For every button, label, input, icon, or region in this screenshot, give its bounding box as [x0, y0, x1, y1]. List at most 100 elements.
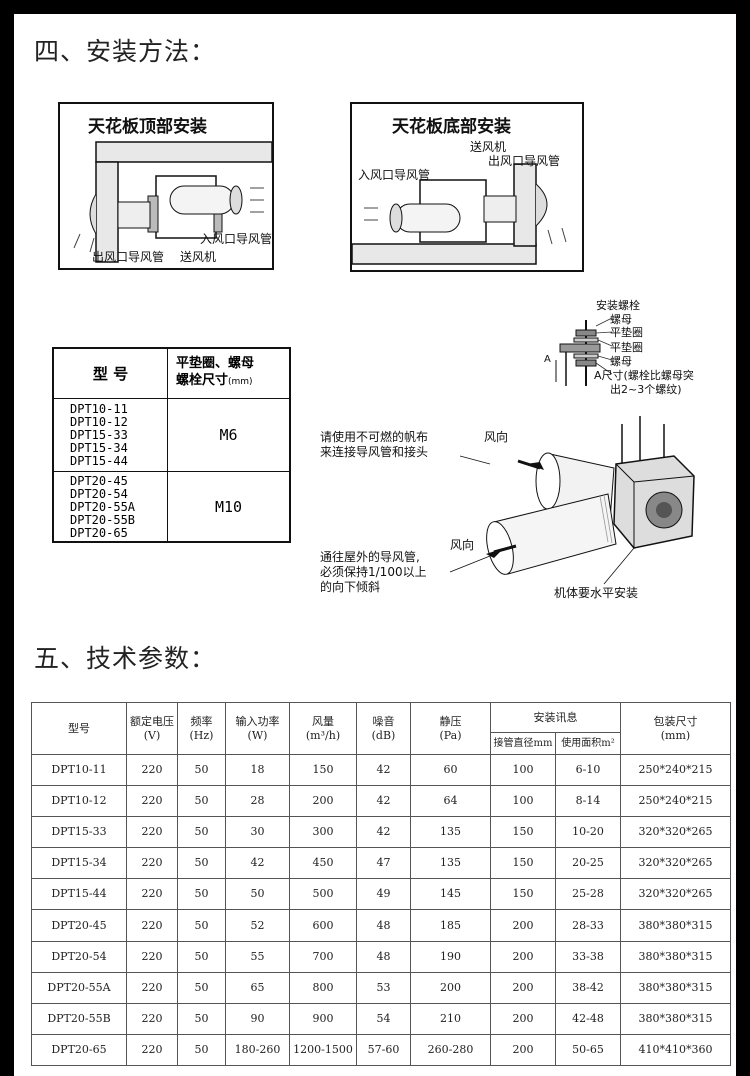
size-table-group1-size: M6	[168, 399, 289, 472]
spec-cell-power: 42	[225, 847, 290, 880]
spec-cell-pipe: 200	[490, 940, 556, 973]
spec-cell-power: 50	[225, 878, 290, 911]
spec-header-pipe: 接管直径mm	[490, 732, 556, 755]
spec-cell-voltage: 220	[126, 940, 178, 973]
spec-cell-pipe: 150	[490, 878, 556, 911]
ceiling-top-drawing	[73, 141, 272, 263]
spec-cell-freq: 50	[177, 1002, 226, 1035]
spec-cell-model: DPT20-45	[31, 909, 127, 942]
diagram-ceiling-top: 天花板顶部安装 入风口导风管 出风口导风管	[58, 102, 274, 270]
slope-note-line3: 的向下倾斜	[320, 580, 381, 594]
spec-cell-pipe: 200	[490, 1033, 556, 1067]
washer-label-2: 平垫圈	[610, 341, 643, 354]
spec-header-package: 包装尺寸(mm)	[620, 702, 731, 755]
spec-cell-airflow: 600	[289, 909, 357, 942]
size-header-unit: (mm)	[228, 377, 253, 387]
a-size-note-line2: 出2~3个螺纹)	[610, 383, 682, 396]
spec-cell-package: 380*380*315	[620, 909, 731, 942]
size-model: DPT10-12	[70, 415, 128, 429]
slope-note-line2: 必须保持1/100以上	[320, 565, 427, 579]
ceiling-bottom-fan-label: 送风机	[470, 140, 507, 154]
canvas-note-line1: 请使用不可燃的帆布	[320, 430, 429, 444]
spec-cell-airflow: 200	[289, 785, 357, 818]
size-model: DPT15-33	[70, 428, 128, 442]
spec-cell-package: 380*380*315	[620, 971, 731, 1004]
spec-cell-pressure: 260-280	[410, 1033, 491, 1067]
canvas-note: 请使用不可燃的帆布 来连接导风管和接头	[320, 430, 428, 460]
spec-cell-pressure: 190	[410, 940, 491, 973]
package-header-unit: (mm)	[660, 728, 691, 742]
size-model: DPT20-65	[70, 526, 128, 540]
spec-cell-pressure: 185	[410, 909, 491, 942]
spec-cell-package: 410*410*360	[620, 1033, 731, 1067]
spec-cell-pipe: 150	[490, 847, 556, 880]
spec-cell-freq: 50	[177, 940, 226, 973]
pressure-header-unit: (Pa)	[439, 728, 462, 742]
spec-cell-pipe: 100	[490, 785, 556, 818]
spec-cell-package: 320*320*265	[620, 847, 731, 880]
spec-header-power: 输入功率(W)	[225, 702, 290, 755]
spec-cell-voltage: 220	[126, 753, 178, 787]
spec-cell-airflow: 900	[289, 1002, 357, 1035]
diagram-ceiling-bottom-title: 天花板底部安装	[392, 117, 511, 137]
spec-cell-voltage: 220	[126, 1002, 178, 1035]
spec-cell-airflow: 300	[289, 816, 357, 849]
size-table-group2-size: M10	[214, 497, 243, 516]
spec-cell-airflow: 450	[289, 847, 357, 880]
size-model: DPT20-54	[70, 487, 128, 501]
spec-cell-power: 90	[225, 1002, 290, 1035]
airflow-header-unit: (m³/h)	[305, 728, 341, 742]
spec-cell-pipe: 200	[490, 971, 556, 1004]
diagram-ceiling-bottom: 天花板底部安装 送风机 出风口导风管 入风口导风管	[350, 102, 584, 272]
spec-cell-pipe: 200	[490, 1002, 556, 1035]
spec-cell-noise: 54	[356, 1002, 411, 1035]
size-table-group2-models: DPT20-45 DPT20-54 DPT20-55A DPT20-55B DP…	[54, 472, 168, 541]
spec-cell-pressure: 210	[410, 1002, 491, 1035]
size-header-line1: 平垫圈、螺母	[176, 356, 255, 371]
freq-header-unit: (Hz)	[189, 728, 214, 742]
slope-note: 通往屋外的导风管, 必须保持1/100以上 的向下倾斜	[320, 550, 427, 595]
spec-cell-airflow: 150	[289, 753, 357, 787]
spec-cell-noise: 53	[356, 971, 411, 1004]
spec-cell-voltage: 220	[126, 1033, 178, 1067]
spec-cell-area: 20-25	[555, 847, 621, 880]
spec-cell-freq: 50	[177, 785, 226, 818]
nut-label-2: 螺母	[610, 355, 632, 368]
spec-header-voltage: 额定电压(V)	[126, 702, 178, 755]
spec-header-area: 使用面积m²	[555, 732, 621, 755]
spec-cell-freq: 50	[177, 909, 226, 942]
canvas-note-line2: 来连接导风管和接头	[320, 445, 429, 459]
size-table-model-header: 型 号	[54, 349, 168, 399]
spec-cell-area: 25-28	[555, 878, 621, 911]
size-model: DPT20-55A	[70, 500, 136, 514]
spec-cell-power: 55	[225, 940, 290, 973]
install-method-heading: 四、安装方法：	[34, 37, 217, 66]
spec-header-noise: 噪音(dB)	[356, 702, 411, 755]
size-table-group1-models: DPT10-11 DPT10-12 DPT15-33 DPT15-34 DPT1…	[54, 399, 168, 472]
spec-cell-airflow: 700	[289, 940, 357, 973]
freq-header-text: 频率	[190, 714, 213, 728]
spec-cell-freq: 50	[177, 971, 226, 1004]
ceiling-top-fan-label: 送风机	[180, 250, 217, 264]
document-sheet: 四、安装方法： 天花板顶部安装 入风	[14, 14, 736, 1076]
spec-cell-area: 42-48	[555, 1002, 621, 1035]
spec-cell-freq: 50	[177, 816, 226, 849]
wind-direction-label-1: 风向	[484, 430, 509, 444]
spec-cell-area: 28-33	[555, 909, 621, 942]
size-header-line2: 螺栓尺寸	[176, 373, 229, 388]
spec-header-airflow: 风量(m³/h)	[289, 702, 357, 755]
spec-cell-pressure: 60	[410, 753, 491, 787]
spec-cell-noise: 42	[356, 785, 411, 818]
spec-cell-freq: 50	[177, 1033, 226, 1067]
power-header-unit: (W)	[247, 728, 268, 742]
spec-cell-area: 10-20	[555, 816, 621, 849]
spec-heading: 五、技术参数：	[34, 644, 217, 673]
spec-cell-voltage: 220	[126, 785, 178, 818]
spec-cell-model: DPT20-55A	[31, 971, 127, 1004]
